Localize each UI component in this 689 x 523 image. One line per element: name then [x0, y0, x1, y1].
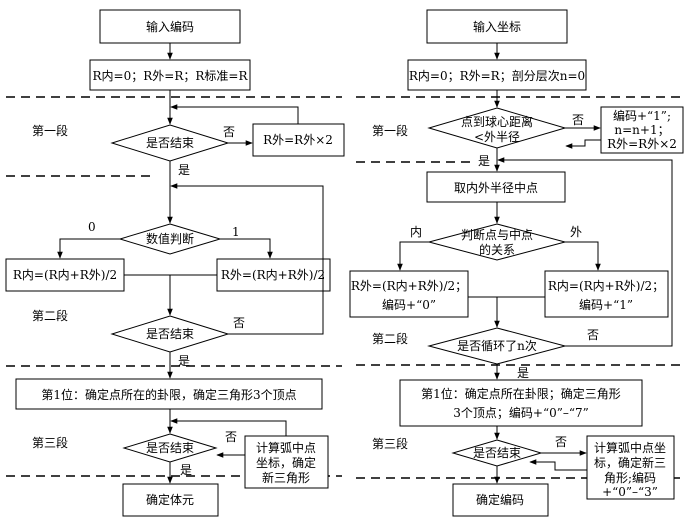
left-calc-line2: 坐标，确定	[256, 455, 316, 470]
right-box1-line1: 编码+“1”;	[613, 108, 671, 123]
left-input-box	[99, 9, 241, 44]
left-output-box	[122, 483, 219, 517]
right-seg2-label: 第二段	[372, 331, 408, 346]
right-calc-box	[586, 435, 675, 500]
right-outer-label: 外	[570, 225, 582, 239]
left-loop2-line	[170, 183, 324, 335]
right-calc-line1: 计算弧中点坐	[594, 440, 666, 455]
right-box1-line3: R外=R外×2	[607, 137, 677, 151]
right-init-text: R内=0；R外=R；剖分层次n=0	[409, 69, 585, 83]
right-first-line1: 第1位：确定点所在卦限；确定三角形	[421, 386, 621, 401]
right-seg3-label: 第三段	[372, 436, 408, 451]
right-branch-inner	[397, 241, 429, 271]
left-calc-line1: 计算弧中点	[256, 440, 316, 455]
right-loop1-line	[565, 139, 601, 149]
left-yes3-label: 是	[180, 463, 192, 477]
left-yes1-label: 是	[178, 163, 190, 177]
left-end3-text: 是否结束	[146, 441, 194, 455]
right-judge-line2: 的关系	[479, 242, 515, 257]
left-output-text: 确定体元	[146, 492, 194, 507]
left-zero-label: 0	[88, 220, 96, 234]
right-branch-outer	[565, 241, 601, 271]
right-seg1-label: 第一段	[372, 123, 408, 138]
left-calc-line3: 新三角形	[262, 470, 310, 485]
right-midpoint-text: 取内外半径中点	[454, 180, 538, 195]
right-first-line2: 3个顶点；编码+“0”–“7”	[453, 405, 589, 420]
right-input-box	[426, 9, 568, 44]
right-judge-line1: 判断点与中点	[461, 227, 533, 242]
left-loop3-line	[170, 418, 287, 436]
left-loop1-line	[170, 104, 299, 124]
right-first-box	[399, 379, 643, 427]
right-output-box	[452, 483, 549, 517]
left-no1-label: 否	[223, 125, 235, 139]
right-no3-label: 否	[555, 435, 567, 449]
left-first-bit-text: 第1位：确定点所在的卦限，确定三角形3个顶点	[41, 387, 296, 402]
left-calc-box	[244, 435, 329, 489]
left-judge-text: 数值判断	[146, 231, 194, 246]
left-one-label: 1	[232, 225, 240, 239]
left-end1-text: 是否结束	[146, 136, 194, 150]
right-end-text: 是否结束	[473, 446, 521, 460]
left-branch-1	[220, 238, 273, 259]
right-right-box-line1: R内=(R内+R外)/2；	[548, 279, 664, 293]
right-q1-line1: 点到球心距离	[461, 114, 533, 129]
right-midpoint-box	[426, 171, 566, 203]
right-input-text: 输入坐标	[473, 19, 521, 34]
right-box1-line2: n=n+1；	[614, 123, 669, 137]
right-no2-label: 否	[587, 328, 599, 342]
left-rout-x2-box	[252, 123, 345, 157]
right-left-box-line2: 编码+“0”	[382, 297, 436, 312]
right-init-box	[407, 59, 587, 91]
right-loop2-line	[497, 157, 673, 347]
left-first-bit-box	[15, 378, 323, 410]
right-loop3-line	[529, 459, 587, 471]
right-calc-line3: 角形;编码	[604, 470, 656, 485]
right-left-box	[349, 270, 469, 318]
left-init-text: R内=0；R外=R；R标准=R	[93, 69, 249, 83]
left-no3-label: 否	[225, 430, 237, 444]
right-output-text: 确定编码	[476, 492, 524, 507]
left-yes2-label: 是	[178, 354, 190, 368]
right-flowchart: 输入坐标 R内=0；R外=R；剖分层次n=0 第一段 点到球心距离 <外半径 否…	[349, 9, 684, 517]
right-no1-label: 否	[572, 113, 584, 127]
right-calc-line2: 标，确定新三	[594, 455, 666, 470]
left-seg2-label: 第二段	[32, 308, 68, 323]
left-rin-box	[5, 258, 125, 292]
right-inner-label: 内	[410, 225, 422, 239]
right-right-box	[544, 270, 669, 318]
right-loop-text: 是否循环了n次	[457, 339, 537, 353]
left-end2-text: 是否结束	[146, 327, 194, 341]
left-rin-text: R内=(R内+R外)/2	[13, 268, 117, 282]
left-rout-box	[216, 258, 331, 292]
left-no2-label: 否	[233, 316, 245, 330]
right-box1	[600, 106, 684, 154]
right-judge-decision	[427, 223, 567, 261]
left-flowchart: 输入编码 R内=0；R外=R；R标准=R 第一段 是否结束 否 R外=R外×2 …	[5, 9, 345, 517]
right-right-box-line2: 编码+“1”	[579, 297, 633, 312]
right-q1-line2: <外半径	[474, 130, 520, 144]
left-input-text: 输入编码	[146, 19, 194, 34]
right-yes2-label: 是	[517, 366, 529, 380]
left-judge-decision	[118, 223, 222, 255]
right-yes1-label: 是	[478, 154, 490, 168]
left-rout-text: R外=(R内+R外)/2	[221, 268, 325, 282]
left-seg3-label: 第三段	[32, 435, 68, 450]
left-seg1-label: 第一段	[32, 123, 68, 138]
right-left-box-line1: R外=(R内+R外)/2；	[351, 279, 467, 293]
left-branch-0	[57, 238, 120, 259]
left-rout-x2-text: R外=R外×2	[263, 133, 333, 147]
right-calc-line4: +“0”–“3”	[602, 485, 658, 499]
